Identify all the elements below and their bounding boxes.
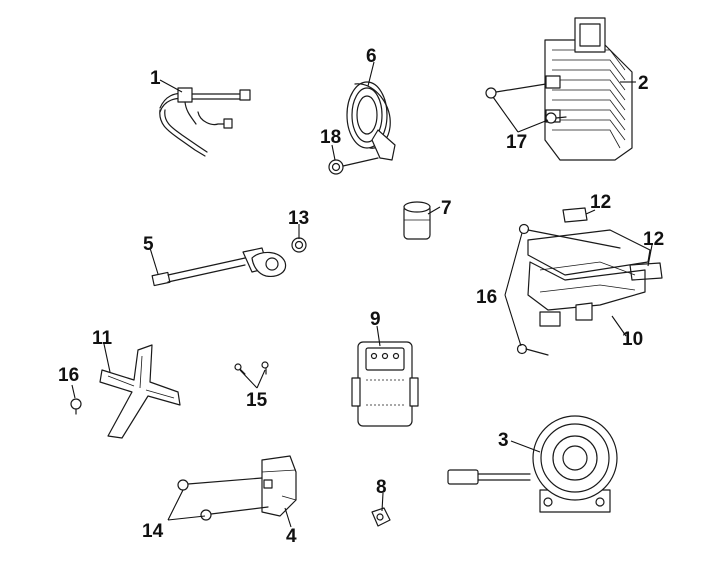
part-2-regulator bbox=[544, 17, 633, 161]
part-5-sensor bbox=[151, 247, 287, 287]
part-18-nut bbox=[328, 157, 379, 175]
callout-15: 15 bbox=[246, 390, 268, 411]
callout-7: 7 bbox=[441, 198, 452, 219]
part-16-bolts bbox=[516, 223, 621, 356]
part-14-bolts bbox=[177, 477, 269, 521]
callout-14: 14 bbox=[142, 521, 164, 542]
part-7-relay bbox=[403, 201, 431, 240]
callout-1: 1 bbox=[150, 68, 161, 89]
callout-18: 18 bbox=[320, 127, 341, 148]
part-13-nut bbox=[291, 237, 307, 253]
part-17-bolts bbox=[485, 83, 567, 124]
callout-17: 17 bbox=[506, 132, 527, 153]
part-15-screws bbox=[234, 361, 269, 375]
callout-10: 10 bbox=[622, 329, 643, 350]
callout-6: 6 bbox=[366, 46, 377, 67]
callout-11: 11 bbox=[92, 328, 113, 349]
part-16-bolt-left bbox=[70, 398, 82, 415]
leader-lines bbox=[71, 61, 653, 528]
callout-5: 5 bbox=[143, 234, 154, 255]
callout-2: 2 bbox=[638, 73, 649, 94]
callout-9: 9 bbox=[370, 309, 381, 330]
part-11-cross-bracket bbox=[99, 344, 181, 439]
callout-16b: 16 bbox=[58, 365, 79, 386]
part-10-bracket bbox=[527, 229, 651, 327]
part-9-control-unit bbox=[351, 341, 419, 427]
part-1-wire-harness bbox=[159, 87, 251, 157]
part-6-horn bbox=[346, 81, 396, 161]
callout-12a: 12 bbox=[590, 192, 611, 213]
callout-3: 3 bbox=[498, 430, 509, 451]
callout-8: 8 bbox=[376, 477, 387, 498]
callout-12b: 12 bbox=[643, 229, 664, 250]
callout-4: 4 bbox=[286, 526, 297, 547]
part-3-siren bbox=[447, 415, 618, 513]
part-4-mount-bracket bbox=[261, 455, 297, 517]
part-12-cover-plate bbox=[562, 207, 663, 281]
part-8-clip bbox=[371, 507, 391, 527]
callout-labels: 1 2 3 4 5 6 7 8 9 10 11 12 12 13 14 15 1… bbox=[58, 46, 664, 547]
callout-16a: 16 bbox=[476, 287, 497, 308]
callout-13: 13 bbox=[288, 208, 309, 229]
